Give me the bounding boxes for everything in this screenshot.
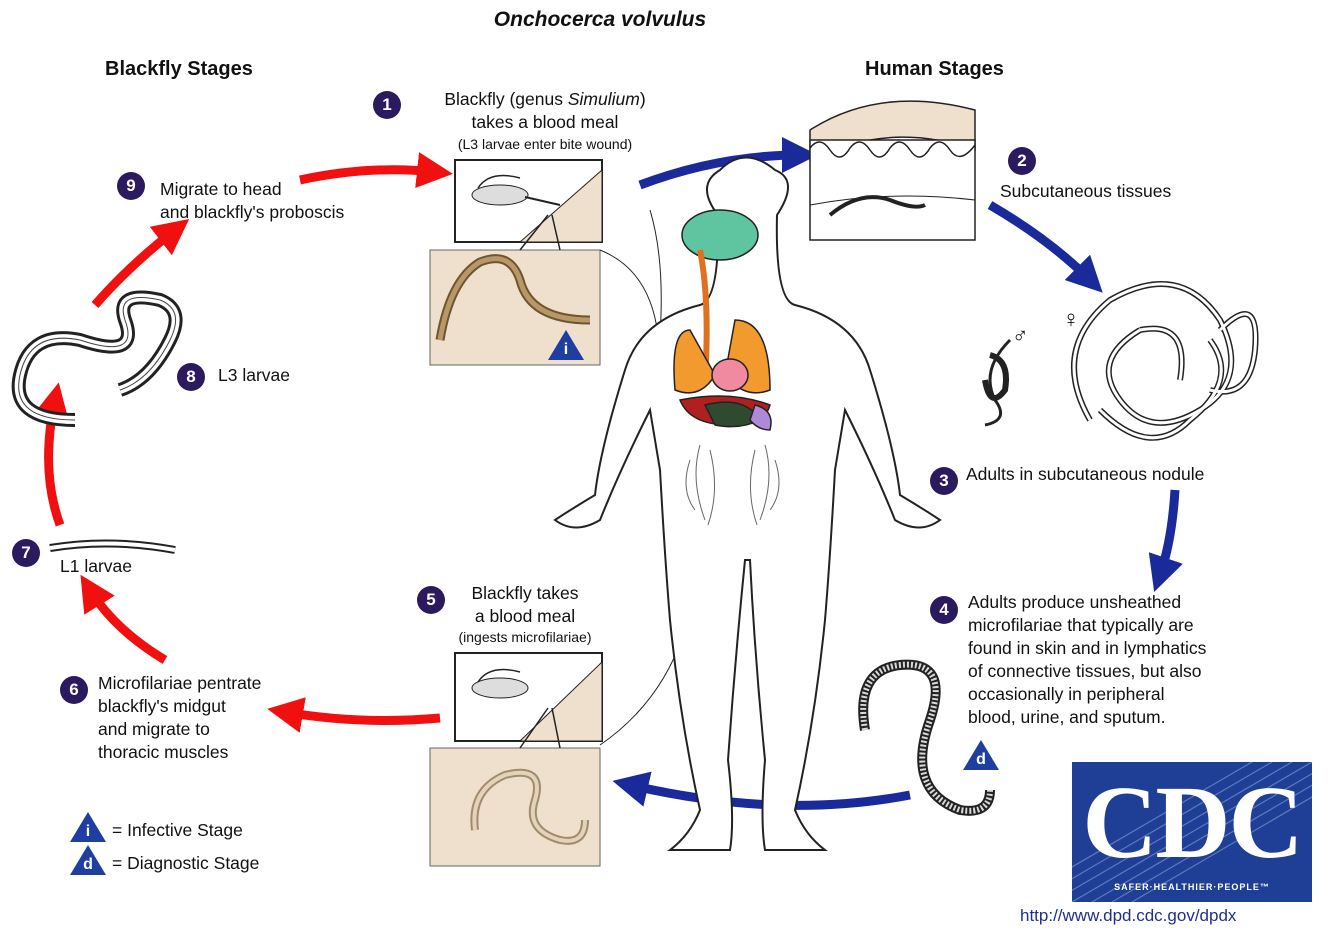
diagnostic-stage-icon: d: [963, 740, 999, 770]
legend-diagnostic-icon: d: [70, 845, 106, 875]
step-4-line: found in skin and in lymphatics: [968, 638, 1206, 658]
step-6-line: thoracic muscles: [98, 742, 228, 762]
step-4-line: blood, urine, and sputum.: [968, 707, 1166, 727]
arrow-2-to-3: [990, 205, 1090, 280]
step-4-line: Adults produce unsheathed: [968, 592, 1181, 612]
step-9-text: Migrate to head and blackfly's proboscis: [160, 178, 344, 224]
infective-stage-icon: i: [548, 330, 584, 360]
step-6-line: and migrate to: [98, 719, 210, 739]
skin-block: [810, 101, 975, 240]
step-4-line: microfilariae that typically are: [968, 615, 1194, 635]
step-6-line: Microfilariae pentrate: [98, 673, 261, 693]
step-5-line1: Blackfly takes: [472, 583, 579, 603]
step-1-line1-pre: Blackfly (genus: [444, 89, 568, 109]
male-symbol: ♂: [1012, 324, 1029, 347]
l3-larva-drawing: [19, 298, 176, 421]
step-1-text: Blackfly (genus Simulium) takes a blood …: [410, 88, 680, 134]
step-9-badge: 9: [117, 172, 145, 200]
step-1-line2: takes a blood meal: [472, 112, 619, 132]
arrow-6-to-7: [90, 590, 165, 660]
human-body: [555, 158, 940, 851]
step-4-text: Adults produce unsheathed microfilariae …: [968, 591, 1206, 729]
step-7-badge: 7: [12, 539, 40, 567]
blackfly-bite-panel-bottom: [430, 653, 602, 866]
female-symbol: ♀: [1062, 308, 1080, 331]
step-3-text: Adults in subcutaneous nodule: [966, 463, 1204, 486]
infective-stage-letter: i: [560, 341, 572, 359]
arrow-3-to-4: [1160, 490, 1175, 575]
step-5-text: Blackfly takes a blood meal: [440, 582, 610, 628]
step-8-badge: 8: [177, 363, 205, 391]
legend-diagnostic-text: = Diagnostic Stage: [112, 852, 259, 875]
step-9-line: and blackfly's proboscis: [160, 202, 344, 222]
step-6-text: Microfilariae pentrate blackfly's midgut…: [98, 672, 261, 764]
step-4-badge: 4: [930, 596, 958, 624]
step-6-line: blackfly's midgut: [98, 696, 226, 716]
step-5-line2: a blood meal: [475, 606, 575, 626]
step-4-line: of connective tissues, but also: [968, 661, 1201, 681]
source-url[interactable]: http://www.dpd.cdc.gov/dpdx: [1020, 906, 1236, 926]
step-1-line1-post: ): [640, 89, 646, 109]
cdc-logo-text: CDC: [1072, 768, 1312, 878]
step-6-badge: 6: [60, 676, 88, 704]
step-2-text: Subcutaneous tissues: [1000, 180, 1171, 203]
step-9-line: Migrate to head: [160, 179, 282, 199]
legend-diagnostic-letter: d: [82, 856, 94, 874]
step-4-line: occasionally in peripheral: [968, 684, 1165, 704]
step-7-text: L1 larvae: [60, 555, 132, 578]
step-3-badge: 3: [930, 467, 958, 495]
step-1-note: (L3 larvae enter bite wound): [410, 136, 680, 152]
legend-infective-letter: i: [82, 823, 94, 841]
legend-infective-text: = Infective Stage: [112, 819, 243, 842]
l1-larva-drawing: [50, 543, 175, 550]
adult-worms: [985, 284, 1256, 438]
legend-infective-icon: i: [70, 812, 106, 842]
step-8-text: L3 larvae: [218, 364, 290, 387]
arrow-5-to-6: [285, 712, 440, 720]
cdc-logo: CDC SAFER·HEALTHIER·PEOPLE™: [1072, 762, 1312, 902]
diagnostic-stage-letter: d: [975, 751, 987, 769]
step-1-badge: 1: [373, 91, 401, 119]
step-5-note: (ingests microfilariae): [420, 629, 630, 645]
cdc-logo-tagline: SAFER·HEALTHIER·PEOPLE™: [1072, 882, 1312, 892]
step-2-badge: 2: [1008, 147, 1036, 175]
step-1-genus: Simulium: [568, 89, 640, 109]
